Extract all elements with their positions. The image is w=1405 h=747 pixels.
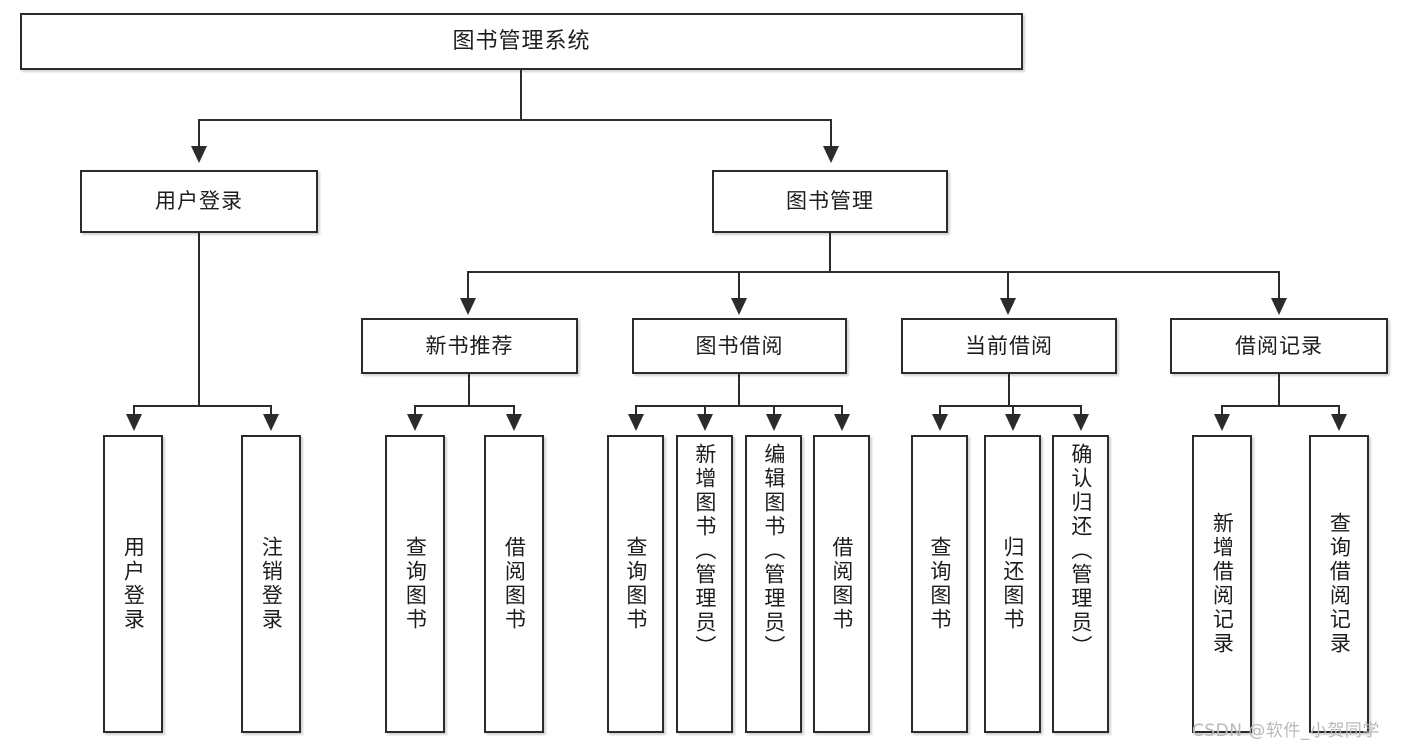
arrow-to-leaf-query-book-2 — [628, 414, 644, 431]
node-borrow-record[interactable]: 借阅记录 — [1170, 318, 1388, 374]
arrow-to-new-book-recommend — [460, 298, 476, 315]
connector-bb-to-leaf-3 — [773, 405, 775, 418]
arrow-to-leaf-confirm-return — [1073, 414, 1089, 431]
connector-nb-to-leaf-2 — [513, 405, 515, 418]
connector-root-to-book-manage — [830, 119, 832, 147]
node-label: 图书管理系统 — [452, 28, 591, 54]
connector-borrow-record-stem — [1278, 374, 1280, 405]
connector-bm-to-current-borrow — [1007, 271, 1009, 299]
node-leaf-user-logout[interactable]: 注销登录 — [241, 435, 301, 733]
node-leaf-user-login[interactable]: 用户登录 — [103, 435, 163, 733]
node-label: 新增借阅记录 — [1210, 512, 1235, 656]
connector-book-borrow-bus — [635, 405, 842, 407]
node-leaf-query-borrow-record[interactable]: 查询借阅记录 — [1309, 435, 1369, 733]
connector-cb-to-leaf-1 — [939, 405, 941, 418]
node-label: 查询图书 — [927, 536, 952, 632]
connector-new-book-stem — [468, 374, 470, 405]
node-label: 归还图书 — [1000, 536, 1025, 632]
connector-book-borrow-stem — [738, 374, 740, 405]
arrow-to-leaf-edit-book — [766, 414, 782, 431]
node-leaf-borrow-book-2[interactable]: 借阅图书 — [813, 435, 870, 733]
connector-bb-to-leaf-2 — [704, 405, 706, 418]
connector-bb-to-leaf-1 — [635, 405, 637, 418]
connector-bm-to-new-book — [467, 271, 469, 299]
node-leaf-query-book-3[interactable]: 查询图书 — [911, 435, 968, 733]
node-label: 用户登录 — [121, 536, 146, 632]
arrow-to-leaf-return-book — [1005, 414, 1021, 431]
connector-user-login-stem — [198, 233, 200, 405]
node-label: 新增图书（管理员） — [692, 443, 717, 659]
node-root-system[interactable]: 图书管理系统 — [20, 13, 1023, 70]
node-current-borrow[interactable]: 当前借阅 — [901, 318, 1117, 374]
connector-cb-to-leaf-3 — [1080, 405, 1082, 418]
arrow-to-borrow-record — [1271, 298, 1287, 315]
arrow-to-leaf-add-borrow-record — [1214, 414, 1230, 431]
node-label: 用户登录 — [155, 189, 243, 213]
connector-br-to-leaf-1 — [1221, 405, 1223, 418]
node-leaf-add-book[interactable]: 新增图书（管理员） — [676, 435, 733, 733]
node-leaf-add-borrow-record[interactable]: 新增借阅记录 — [1192, 435, 1252, 733]
arrow-to-leaf-query-borrow-record — [1331, 414, 1347, 431]
connector-user-login-to-leaf-1 — [133, 405, 135, 418]
node-leaf-query-book-2[interactable]: 查询图书 — [607, 435, 664, 733]
connector-root-to-user-login — [198, 119, 200, 147]
connector-nb-to-leaf-1 — [414, 405, 416, 418]
connector-book-manage-stem — [829, 233, 831, 271]
node-book-manage[interactable]: 图书管理 — [712, 170, 948, 233]
connector-bm-to-borrow-record — [1278, 271, 1280, 299]
node-label: 图书管理 — [786, 189, 874, 213]
connector-current-borrow-stem — [1008, 374, 1010, 405]
connector-bb-to-leaf-4 — [841, 405, 843, 418]
arrow-to-book-borrow — [731, 298, 747, 315]
node-label: 确认归还（管理员） — [1068, 443, 1093, 659]
arrow-to-leaf-query-book-3 — [932, 414, 948, 431]
connector-current-borrow-bus — [939, 405, 1081, 407]
arrow-to-leaf-add-book — [697, 414, 713, 431]
node-leaf-borrow-book-1[interactable]: 借阅图书 — [484, 435, 544, 733]
connector-br-to-leaf-2 — [1338, 405, 1340, 418]
node-label: 注销登录 — [259, 536, 284, 632]
arrow-to-leaf-user-logout — [263, 414, 279, 431]
node-book-borrow[interactable]: 图书借阅 — [632, 318, 847, 374]
node-label: 查询借阅记录 — [1327, 512, 1352, 656]
node-label: 当前借阅 — [965, 333, 1053, 358]
connector-root-bus — [198, 119, 832, 121]
node-leaf-query-book-1[interactable]: 查询图书 — [385, 435, 445, 733]
arrow-to-leaf-borrow-book-2 — [834, 414, 850, 431]
connector-borrow-record-bus — [1221, 405, 1339, 407]
connector-root-stem — [520, 70, 522, 119]
node-leaf-confirm-return[interactable]: 确认归还（管理员） — [1052, 435, 1109, 733]
arrow-root-to-book-manage — [823, 146, 839, 163]
arrow-to-leaf-borrow-book-1 — [506, 414, 522, 431]
node-leaf-edit-book[interactable]: 编辑图书（管理员） — [745, 435, 802, 733]
node-label: 查询图书 — [403, 536, 428, 632]
node-label: 查询图书 — [623, 536, 648, 632]
arrow-to-leaf-user-login — [126, 414, 142, 431]
arrow-to-leaf-query-book-1 — [407, 414, 423, 431]
connector-user-login-bus — [133, 405, 271, 407]
arrow-root-to-user-login — [191, 146, 207, 163]
node-label: 借阅图书 — [502, 536, 527, 632]
node-label: 编辑图书（管理员） — [761, 443, 786, 659]
connector-user-login-to-leaf-2 — [270, 405, 272, 418]
connector-new-book-bus — [414, 405, 514, 407]
connector-bm-to-book-borrow — [738, 271, 740, 299]
node-label: 新书推荐 — [425, 333, 514, 358]
connector-cb-to-leaf-2 — [1012, 405, 1014, 418]
node-leaf-return-book[interactable]: 归还图书 — [984, 435, 1041, 733]
node-label: 借阅记录 — [1235, 333, 1323, 358]
node-user-login[interactable]: 用户登录 — [80, 170, 318, 233]
node-new-book-recommend[interactable]: 新书推荐 — [361, 318, 578, 374]
node-label: 图书借阅 — [695, 333, 784, 358]
connector-book-manage-bus — [467, 271, 1280, 273]
node-label: 借阅图书 — [829, 536, 854, 632]
arrow-to-current-borrow — [1000, 298, 1016, 315]
